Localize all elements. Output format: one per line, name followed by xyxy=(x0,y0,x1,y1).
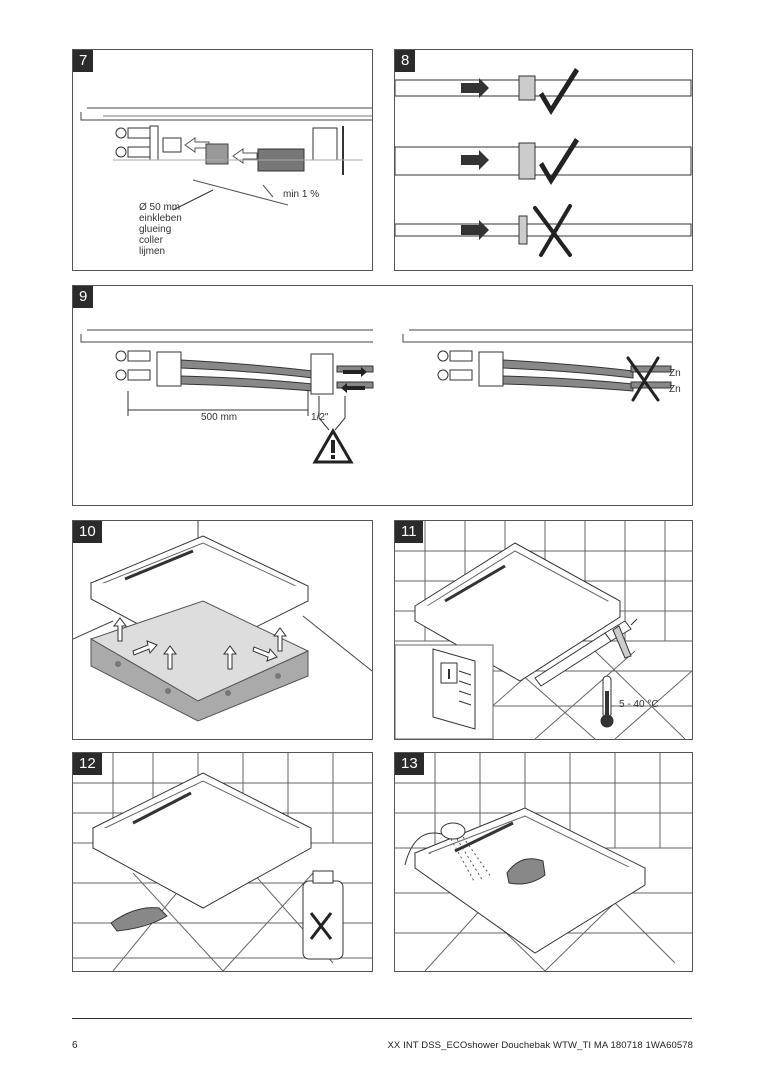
step-7-illustration: min 1 % Ø 50 mm einkleben glueing coller… xyxy=(80,107,372,257)
cross-icon xyxy=(533,204,572,257)
step-10-panel: 10 xyxy=(72,520,373,740)
step-13-panel: 13 xyxy=(394,752,693,972)
glue-label-nl: lijmen xyxy=(139,246,165,257)
step-9-panel: 9 500 mm 1/2" xyxy=(72,285,693,506)
step-number: 11 xyxy=(395,521,423,543)
zn-label-bottom: Zn xyxy=(669,384,681,395)
glove-icon xyxy=(110,907,168,932)
cleaner-bottle-icon xyxy=(302,870,344,960)
step-number: 12 xyxy=(73,753,102,775)
step-13-illustration xyxy=(395,753,692,971)
step-12-panel: 12 xyxy=(72,752,373,972)
step-8-illustration xyxy=(395,68,692,257)
step-11-illustration: 5 - 40 °C xyxy=(395,521,692,739)
step-8-panel: 8 xyxy=(394,49,693,271)
cross-icon xyxy=(626,356,660,402)
footer-divider xyxy=(72,1018,692,1019)
slope-label: min 1 % xyxy=(283,189,319,200)
step-12-illustration xyxy=(73,753,372,971)
glue-label-fr: coller xyxy=(139,235,164,246)
step-number: 9 xyxy=(73,286,94,308)
page-number: 6 xyxy=(72,1040,78,1051)
thermometer-icon xyxy=(600,675,614,728)
caulk-gun-icon xyxy=(534,618,638,687)
step-7-panel: 7 min 1 % Ø 50 mm einkleben glueing coll… xyxy=(72,49,373,271)
glue-label-de: einkleben xyxy=(139,213,182,224)
step-9-illustration: 500 mm 1/2" Zn Zn xyxy=(80,329,692,464)
check-icon xyxy=(539,68,579,185)
document-reference: XX INT DSS_ECOshower Douchebak WTW_TI MA… xyxy=(387,1040,693,1051)
hand-icon xyxy=(506,858,546,885)
step-number: 8 xyxy=(395,50,416,72)
step-10-illustration xyxy=(73,521,372,722)
step-number: 13 xyxy=(395,753,424,775)
distance-label: 500 mm xyxy=(201,412,237,423)
step-number: 10 xyxy=(73,521,102,543)
zn-label-top: Zn xyxy=(669,368,681,379)
warning-icon xyxy=(312,396,354,464)
glue-label-en: glueing xyxy=(139,224,171,235)
step-11-panel: 11 5 - 40 °C xyxy=(394,520,693,740)
thread-label: 1/2" xyxy=(311,412,329,423)
temperature-label: 5 - 40 °C xyxy=(619,699,659,710)
shower-head-icon xyxy=(404,822,466,866)
step-number: 7 xyxy=(73,50,94,72)
diameter-label: Ø 50 mm xyxy=(139,202,180,213)
